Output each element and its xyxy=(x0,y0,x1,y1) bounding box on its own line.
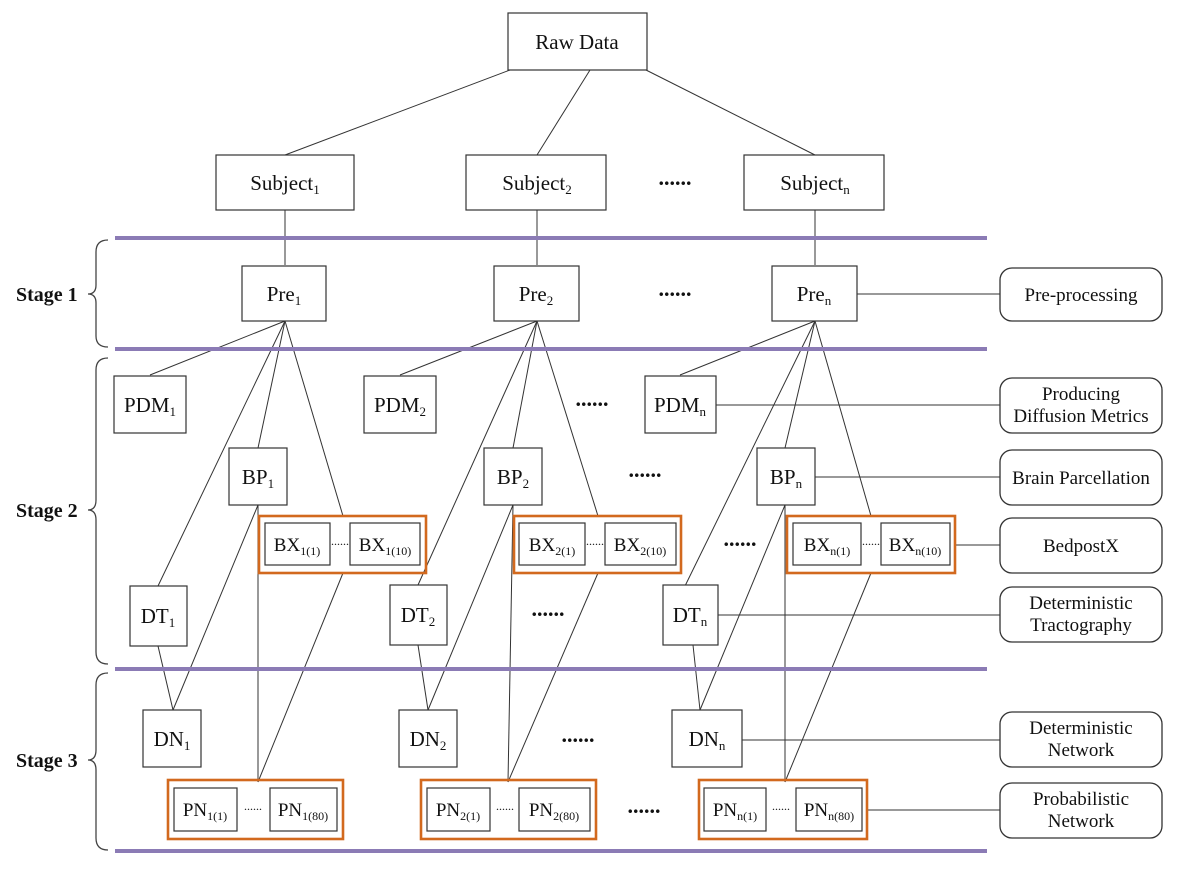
ellipses: ...... ...... ...... ...... ...... .....… xyxy=(244,165,880,818)
ellipsis-bx: ...... xyxy=(724,526,757,551)
dn-n-node: DNn xyxy=(689,727,726,753)
stage-2-label: Stage 2 xyxy=(16,500,78,522)
pn-2-1-node: PN2(1) xyxy=(436,800,480,823)
bp-2-node: BP2 xyxy=(497,465,529,491)
ellipsis-dn: ...... xyxy=(562,722,595,747)
bx-2-10-node: BX2(10) xyxy=(614,535,666,558)
bx-group-n xyxy=(785,514,957,575)
ellipsis-bx-1-inner: ...... xyxy=(331,534,349,548)
pdm-2-node: PDM2 xyxy=(374,393,426,419)
subject-1-node: Subject1 xyxy=(250,171,320,197)
ellipsis-pdm: ...... xyxy=(576,386,609,411)
legend-pre-processing: Pre-processing xyxy=(1025,285,1138,306)
subject-n-node: Subjectn xyxy=(780,171,850,197)
pn-1-1-node: PN1(1) xyxy=(183,800,227,823)
pn-group-1 xyxy=(166,778,345,841)
raw-data-node: Raw Data xyxy=(535,30,619,54)
pn-1-80-node: PN1(80) xyxy=(278,800,328,823)
dt-n-node: DTn xyxy=(673,603,708,629)
ellipsis-bp: ...... xyxy=(629,457,662,482)
pn-n-80-node: PNn(80) xyxy=(804,800,854,823)
bx-group-2 xyxy=(512,514,683,575)
stage-bands xyxy=(115,236,987,853)
bx-1-10-node: BX1(10) xyxy=(359,535,411,558)
pdm-n-node: PDMn xyxy=(654,393,707,419)
bx-1-1-node: BX1(1) xyxy=(274,535,320,558)
subject-2-node: Subject2 xyxy=(502,171,572,197)
legend-brain-parcellation: Brain Parcellation xyxy=(1012,468,1150,489)
bp-n-node: BPn xyxy=(770,465,803,491)
ellipsis-pre: ...... xyxy=(659,276,692,301)
bx-n-10-node: BXn(10) xyxy=(889,535,941,558)
dn-1-node: DN1 xyxy=(154,727,191,753)
pre-n-node: Pren xyxy=(797,282,832,308)
stage-3-label: Stage 3 xyxy=(16,750,78,772)
stage-3-brace xyxy=(87,672,109,851)
node-boxes xyxy=(113,12,951,832)
pdm-1-node: PDM1 xyxy=(124,393,176,419)
bx-n-1-node: BXn(1) xyxy=(804,535,850,558)
pn-group-2 xyxy=(419,778,598,841)
legend-boxes xyxy=(999,267,1163,839)
stage-braces xyxy=(87,239,109,851)
ellipsis-pn: ...... xyxy=(628,793,661,818)
ellipsis-dt: ...... xyxy=(532,596,565,621)
dt-2-node: DT2 xyxy=(401,603,436,629)
stage-1-label: Stage 1 xyxy=(16,284,78,306)
dt-1-node: DT1 xyxy=(141,604,176,630)
bp-1-node: BP1 xyxy=(242,465,274,491)
pn-group-n xyxy=(697,778,869,841)
pre-1-node: Pre1 xyxy=(267,282,302,308)
stage-2-brace xyxy=(87,357,109,665)
node-labels: Raw Data Subject1 Subject2 Subjectn Pre1… xyxy=(124,30,941,823)
ellipsis-bx-n-inner: ...... xyxy=(862,534,880,548)
dn-2-node: DN2 xyxy=(410,727,447,753)
stage-1-brace xyxy=(87,239,109,348)
ellipsis-pn-1-inner: ...... xyxy=(244,799,262,813)
pn-2-80-node: PN2(80) xyxy=(529,800,579,823)
pn-n-1-node: PNn(1) xyxy=(713,800,757,823)
bx-2-1-node: BX2(1) xyxy=(529,535,575,558)
pre-2-node: Pre2 xyxy=(519,282,554,308)
ellipsis-subject: ...... xyxy=(659,165,692,190)
bx-group-1 xyxy=(257,514,428,575)
legend-bedpostx: BedpostX xyxy=(1043,536,1119,557)
ellipsis-bx-2-inner: ...... xyxy=(586,534,604,548)
ellipsis-pn-2-inner: ...... xyxy=(496,799,514,813)
ellipsis-pn-n-inner: ...... xyxy=(772,799,790,813)
